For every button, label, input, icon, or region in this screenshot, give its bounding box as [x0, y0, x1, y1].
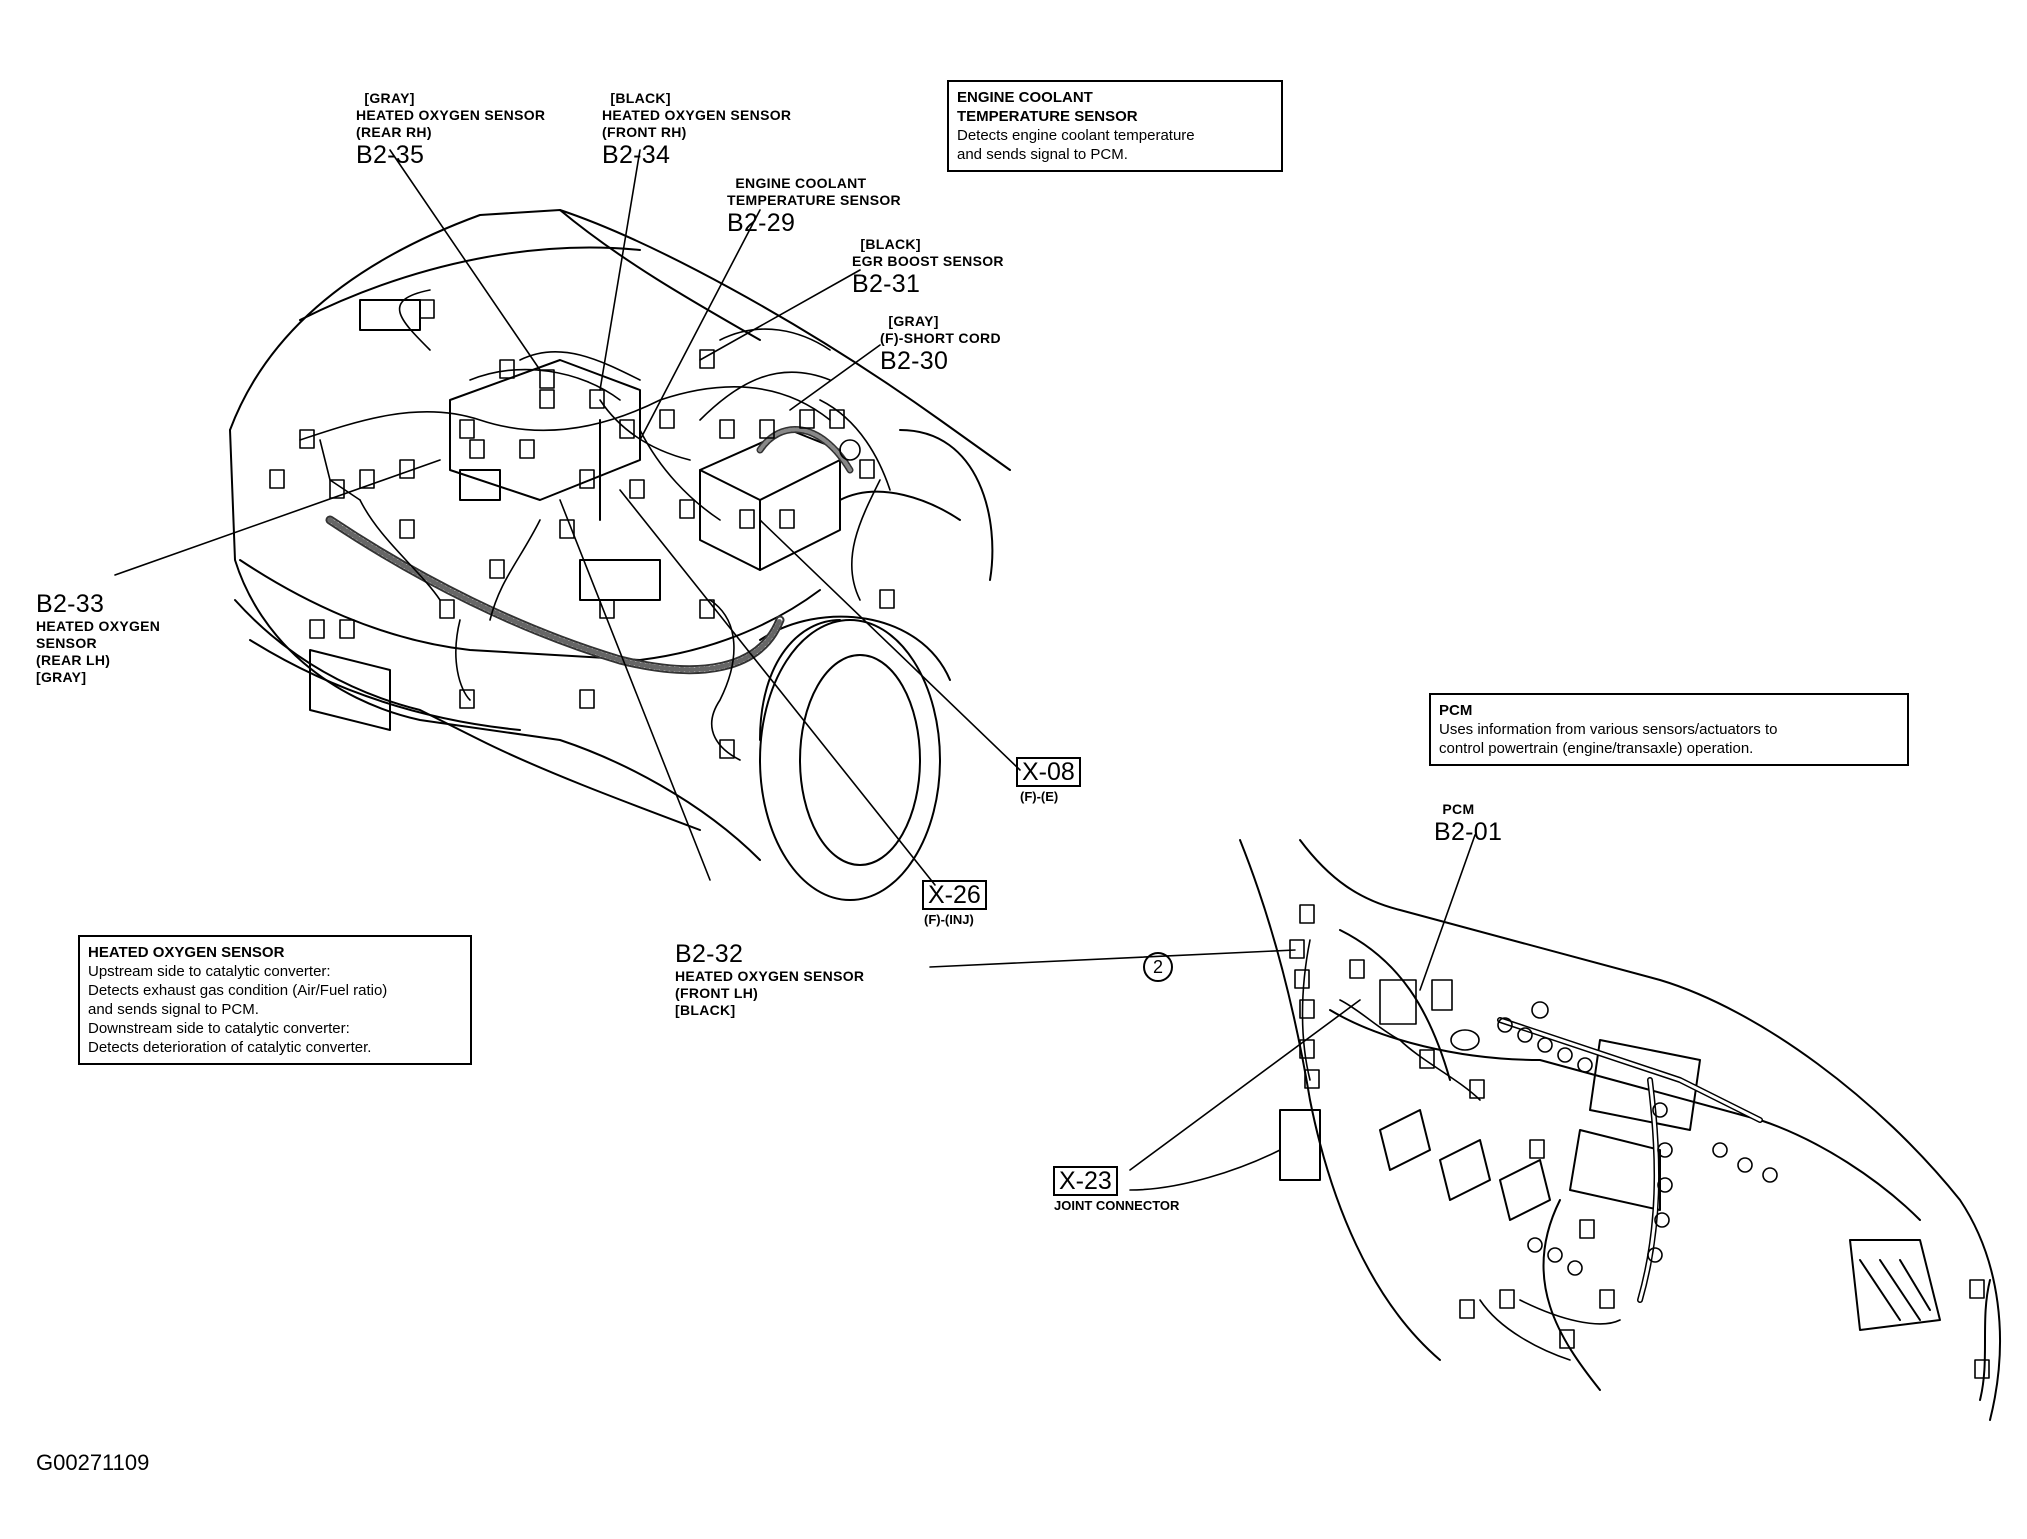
dashboard-outline [1239, 839, 2001, 1421]
connectors [269, 299, 895, 759]
x-23-sub: JOINT CONNECTOR [1054, 1198, 1180, 1213]
b2-35-name: HEATED OXYGEN SENSOR [356, 107, 546, 123]
info-box-engine-coolant-sensor: ENGINE COOLANT TEMPERATURE SENSOR Detect… [947, 80, 1283, 172]
b2-34-code: B2-34 [602, 141, 671, 169]
b2-01-name: PCM [1442, 801, 1475, 817]
b2-32-tag: [BLACK] [675, 1002, 736, 1018]
ect-line-2: and sends signal to PCM. [957, 146, 1128, 163]
b2-31-name: EGR BOOST SENSOR [852, 253, 1004, 269]
label-b2-35: [GRAY] HEATED OXYGEN SENSOR (REAR RH) B2… [356, 73, 545, 186]
b2-35-pos: (REAR RH) [356, 124, 432, 140]
b2-33-pos: (REAR LH) [36, 652, 111, 668]
leader-lines-dash [929, 834, 1476, 1191]
b2-32-code: B2-32 [675, 940, 744, 968]
b2-34-name: HEATED OXYGEN SENSOR [602, 107, 792, 123]
b2-30-code: B2-30 [880, 347, 949, 375]
ho2s-line-5: Detects deterioration of catalytic conve… [88, 1039, 372, 1056]
pcm-title: PCM [1439, 702, 1473, 719]
x-26-sub: (F)-(INJ) [924, 912, 974, 927]
x-26-code: X-26 [922, 880, 987, 910]
circle-callout-2: 2 [1143, 952, 1173, 982]
ho2s-line-2: Detects exhaust gas condition (Air/Fuel … [88, 982, 388, 999]
b2-33-line2: SENSOR [36, 635, 97, 651]
label-b2-31: [BLACK] EGR BOOST SENSOR B2-31 [852, 219, 1004, 315]
ho2s-title: HEATED OXYGEN SENSOR [88, 944, 285, 961]
b2-01-code: B2-01 [1434, 818, 1503, 846]
ect-line-1: Detects engine coolant temperature [957, 127, 1195, 144]
info-box-heated-oxygen-sensor: HEATED OXYGEN SENSOR Upstream side to ca… [78, 935, 472, 1065]
label-b2-01: PCM B2-01 [1434, 784, 1502, 863]
b2-34-tag: [BLACK] [610, 90, 671, 106]
b2-31-tag: [BLACK] [860, 236, 921, 252]
b2-33-tag: [GRAY] [36, 669, 87, 685]
b2-32-pos: (FRONT LH) [675, 985, 759, 1001]
x-23-code: X-23 [1053, 1166, 1118, 1196]
label-b2-34: [BLACK] HEATED OXYGEN SENSOR (FRONT RH) … [602, 73, 791, 186]
leader-lines-engine [114, 149, 1021, 886]
ect-title-1: ENGINE COOLANT [957, 89, 1093, 106]
ho2s-line-3: and sends signal to PCM. [88, 1001, 259, 1018]
harness-branches [299, 289, 891, 761]
b2-34-pos: (FRONT RH) [602, 124, 687, 140]
b2-33-line1: HEATED OXYGEN [36, 618, 161, 634]
main-harness [325, 426, 854, 675]
b2-30-name: (F)-SHORT CORD [880, 330, 1001, 346]
x-08-sub: (F)-(E) [1020, 789, 1059, 804]
dash-connectors [1289, 904, 1990, 1379]
b2-30-tag: [GRAY] [888, 313, 939, 329]
x-08-code: X-08 [1016, 757, 1081, 787]
b2-29-line2: TEMPERATURE SENSOR [727, 192, 901, 208]
b2-35-code: B2-35 [356, 141, 425, 169]
dash-harness [1301, 939, 1778, 1361]
figure-id: G00271109 [36, 1450, 150, 1475]
b2-35-tag: [GRAY] [364, 90, 415, 106]
pcm-line-2: control powertrain (engine/transaxle) op… [1439, 740, 1754, 757]
ho2s-line-1: Upstream side to catalytic converter: [88, 963, 331, 980]
pcm-line-1: Uses information from various sensors/ac… [1439, 721, 1778, 738]
engine-bay-outline [229, 209, 1011, 861]
b2-29-code: B2-29 [727, 209, 796, 237]
label-b2-29: ENGINE COOLANT TEMPERATURE SENSOR B2-29 [727, 158, 901, 254]
label-b2-30: [GRAY] (F)-SHORT CORD B2-30 [880, 296, 1001, 392]
ho2s-line-4: Downstream side to catalytic converter: [88, 1020, 350, 1037]
b2-32-name: HEATED OXYGEN SENSOR [675, 968, 865, 984]
info-box-pcm: PCM Uses information from various sensor… [1429, 693, 1909, 766]
ect-title-2: TEMPERATURE SENSOR [957, 108, 1138, 125]
front-wheel [759, 615, 951, 901]
b2-29-line1: ENGINE COOLANT [735, 175, 867, 191]
b2-33-code: B2-33 [36, 590, 105, 618]
b2-31-code: B2-31 [852, 270, 921, 298]
